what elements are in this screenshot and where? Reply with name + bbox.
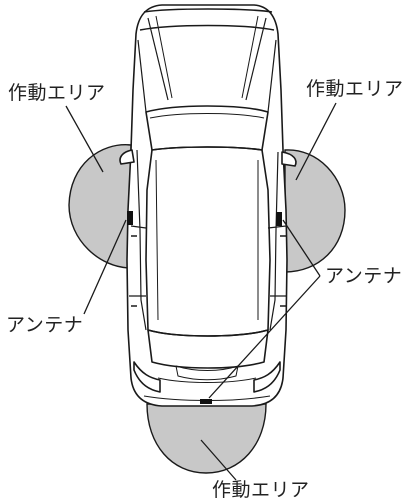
car-mirror-right xyxy=(281,151,297,167)
antennas xyxy=(127,211,282,404)
leader-antenna-right-2 xyxy=(208,275,321,399)
operating-area-right-zone xyxy=(284,149,346,273)
antenna-left xyxy=(127,211,133,225)
operating-area-left-zone xyxy=(68,144,132,269)
operating-area-label-bottom: 作動エリア xyxy=(212,479,310,501)
leader-antenna-left xyxy=(83,219,127,315)
car-outline xyxy=(119,4,297,407)
operating-area-label-right: 作動エリア xyxy=(306,78,404,100)
antenna-label-left: アンテナ xyxy=(6,314,84,336)
operating-areas xyxy=(68,144,346,474)
antenna-rear xyxy=(200,399,212,404)
car-body xyxy=(126,4,288,407)
operating-area-rear-zone xyxy=(146,403,267,474)
operating-area-label-left: 作動エリア xyxy=(8,82,106,104)
leader-area-bottom xyxy=(200,439,237,481)
leader-area-right xyxy=(295,102,337,181)
antenna-right xyxy=(276,212,282,226)
leader-lines xyxy=(65,102,337,481)
leader-antenna-right-1 xyxy=(282,219,321,277)
leader-area-left xyxy=(65,105,104,173)
car-mirror-left xyxy=(119,149,135,165)
antenna-label-right: アンテナ xyxy=(325,265,403,287)
